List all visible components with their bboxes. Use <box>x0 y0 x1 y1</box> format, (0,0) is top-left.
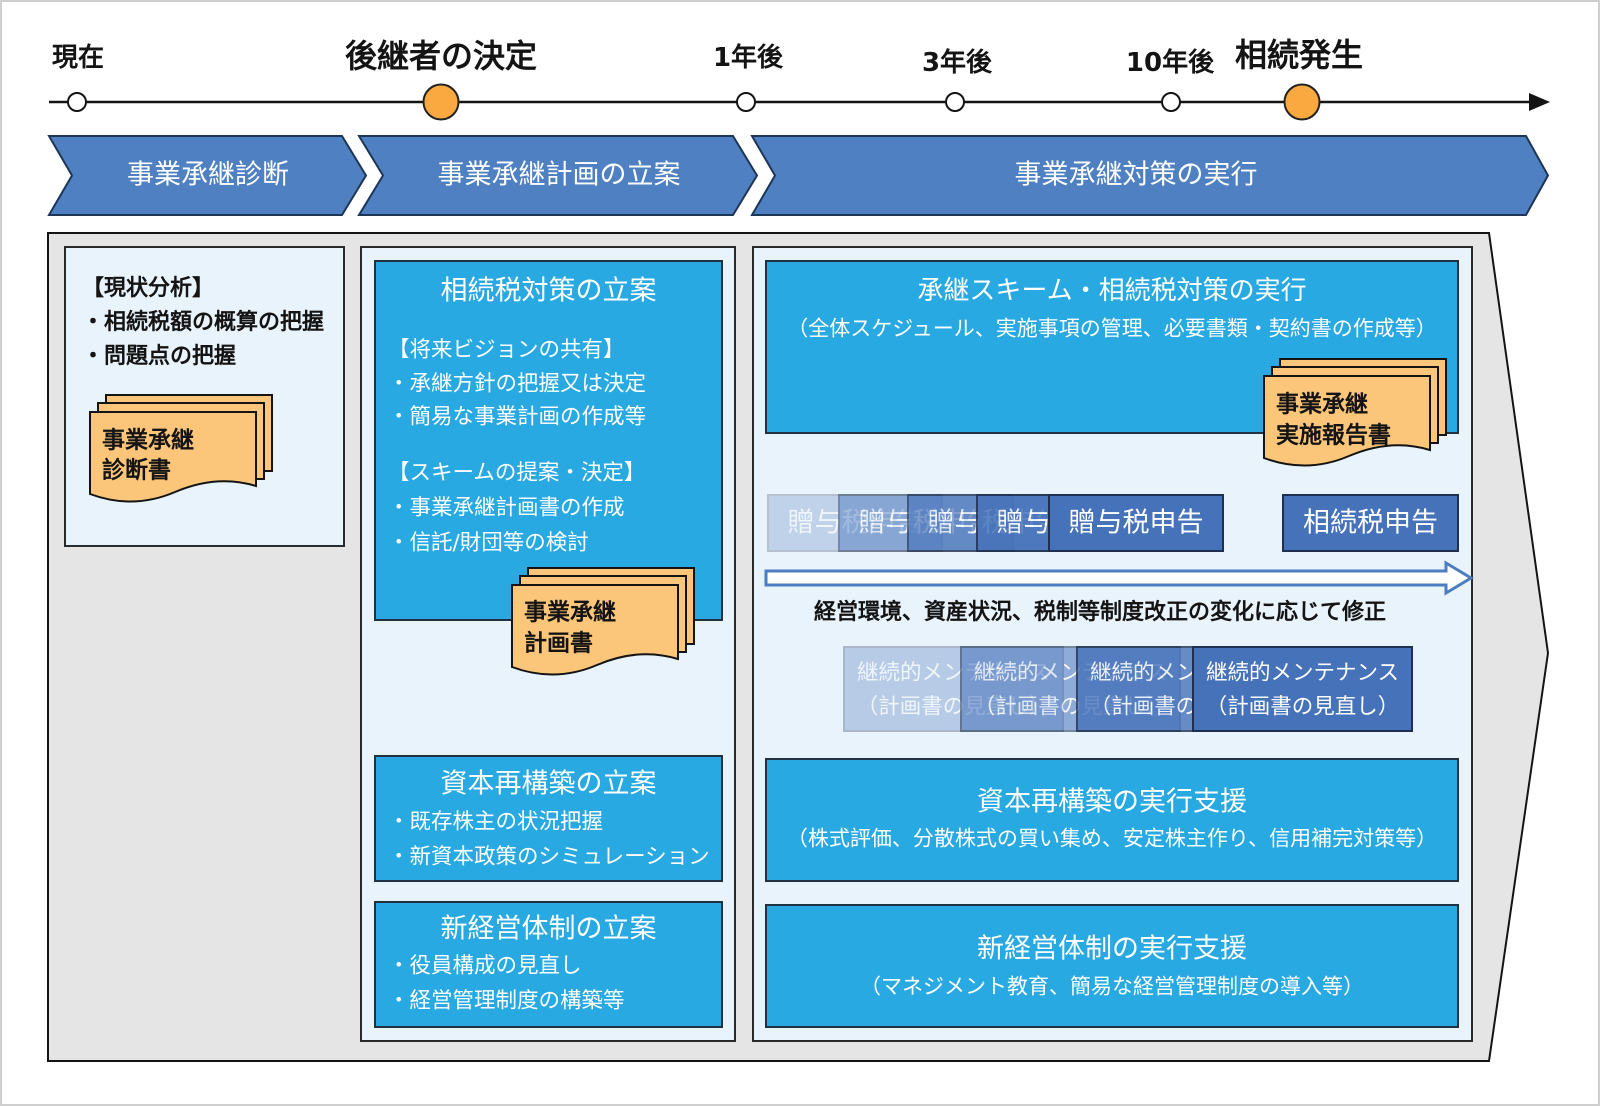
phase-chevron-execution <box>750 135 1550 216</box>
management-structure-planning-box: 新経営体制の立案 ・役員構成の見直し ・経営管理制度の構築等 <box>374 901 723 1028</box>
milestone-marker-now <box>67 92 87 112</box>
bullet-item: ・信託/財団等の検討 <box>388 530 589 556</box>
milestone-marker-inheritance <box>1283 83 1321 121</box>
document-page-front <box>1263 375 1431 467</box>
diagnosis-item: ・問題点の把握 <box>82 344 237 369</box>
box-note: （株式評価、分散株式の買い集め、安定株主作り、信用補完対策等） <box>786 826 1438 851</box>
group-heading: 【スキームの提案・決定】 <box>388 460 646 486</box>
inheritance-tax-planning-box: 相続税対策の立案 【将来ビジョンの共有】 ・承継方針の把握又は決定 ・簡易な事業… <box>374 260 723 621</box>
maintenance-title: 継続的メンテナンス <box>1205 660 1400 686</box>
diagnosis-report-document-icon: 事業承継 診断書 <box>89 394 273 512</box>
phase-chevron-planning <box>357 135 759 216</box>
diagnosis-heading: 【現状分析】 <box>82 276 215 301</box>
bullet-item: ・経営管理制度の構築等 <box>388 988 625 1014</box>
management-structure-support-box: 新経営体制の実行支援 （マネジメント教育、簡易な経営管理制度の導入等） <box>765 904 1459 1028</box>
diagnosis-item: ・相続税額の概算の把握 <box>82 310 325 335</box>
document-page-front <box>89 411 257 503</box>
gift-tax-filing-box: 贈与税申告 <box>1048 494 1224 552</box>
implementation-report-document-icon: 事業承継 実施報告書 <box>1263 358 1447 476</box>
box-title: 新経営体制の立案 <box>440 913 657 945</box>
bullet-item: ・簡易な事業計画の作成等 <box>388 404 647 430</box>
inheritance-tax-filing-box: 相続税申告 <box>1282 494 1459 552</box>
document-stack-icon <box>89 394 273 503</box>
box-title: 新経営体制の実行支援 <box>977 933 1247 965</box>
maintenance-note: （計画書の見直し） <box>1205 694 1400 720</box>
phase-label-execution: 事業承継対策の実行 <box>1014 159 1258 191</box>
document-title-line: 事業承継 <box>524 599 616 626</box>
maintenance-box: 継続的メンテナンス （計画書の見直し） <box>1192 646 1413 732</box>
phase-chevron-diagnosis <box>47 135 368 216</box>
box-title: 資本再構築の立案 <box>440 768 657 800</box>
document-page-front <box>511 584 679 676</box>
box-title: 相続税対策の立案 <box>440 275 657 307</box>
bullet-item: ・事業承継計画書の作成 <box>388 495 625 521</box>
bullet-item: ・役員構成の見直し <box>388 953 582 979</box>
filing-label: 相続税申告 <box>1303 507 1438 539</box>
document-stack-icon <box>511 567 695 676</box>
milestone-marker-successor-decision <box>422 83 460 121</box>
phase-label-planning: 事業承継計画の立案 <box>437 159 681 191</box>
capital-restructuring-planning-box: 資本再構築の立案 ・既存株主の状況把握 ・新資本政策のシミュレーション <box>374 755 723 882</box>
milestone-label-year-3: 3年後 <box>921 48 993 78</box>
filing-label: 贈与税申告 <box>1068 507 1204 539</box>
document-title-line: 計画書 <box>524 630 593 657</box>
box-title: 承継スキーム・相続税対策の実行 <box>917 276 1307 306</box>
bullet-item: ・既存株主の状況把握 <box>388 809 604 835</box>
timeline-arrowhead <box>1529 93 1550 111</box>
revision-arrow-shape <box>764 560 1474 596</box>
revision-arrow <box>764 560 1474 596</box>
milestone-label-now: 現在 <box>51 43 105 73</box>
milestone-marker-year-3 <box>945 92 965 112</box>
capital-restructuring-support-box: 資本再構築の実行支援 （株式評価、分散株式の買い集め、安定株主作り、信用補完対策… <box>765 758 1459 882</box>
milestone-marker-year-1 <box>736 92 756 112</box>
document-title-line: 事業承継 <box>102 427 194 454</box>
box-title: 資本再構築の実行支援 <box>977 786 1247 818</box>
group-heading: 【将来ビジョンの共有】 <box>388 337 625 363</box>
milestone-marker-year-10 <box>1161 92 1181 112</box>
milestone-label-successor-decision: 後継者の決定 <box>344 37 538 75</box>
document-stack-icon <box>1263 358 1447 467</box>
phase-label-diagnosis: 事業承継診断 <box>127 159 289 191</box>
bullet-item: ・新資本政策のシミュレーション <box>388 844 710 870</box>
filing-label: 贈与税申告 <box>787 507 923 539</box>
succession-plan-document-icon: 事業承継 計画書 <box>511 567 695 685</box>
document-title-line: 診断書 <box>102 457 171 484</box>
bullet-item: ・承継方針の把握又は決定 <box>388 371 647 397</box>
document-title-line: 事業承継 <box>1276 391 1368 418</box>
document-title-line: 実施報告書 <box>1276 422 1391 449</box>
milestone-label-inheritance: 相続発生 <box>1234 36 1364 74</box>
box-note: （全体スケジュール、実施事項の管理、必要書類・契約書の作成等） <box>787 316 1437 341</box>
revision-note: 経営環境、資産状況、税制等制度改正の変化に応じて修正 <box>813 600 1387 625</box>
milestone-label-year-1: 1年後 <box>712 43 784 73</box>
milestone-label-year-10: 10年後 <box>1125 48 1215 78</box>
box-note: （マネジメント教育、簡易な経営管理制度の導入等） <box>860 974 1364 999</box>
